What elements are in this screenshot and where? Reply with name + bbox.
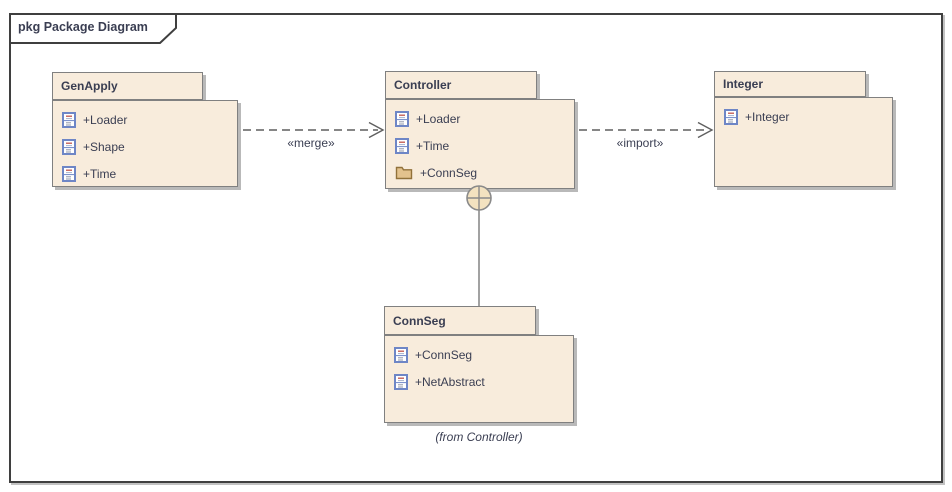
- item-label: +Loader: [416, 111, 461, 126]
- item-label: +ConnSeg: [415, 347, 473, 362]
- item-label: +Loader: [83, 112, 128, 127]
- item-label: +Time: [83, 166, 117, 181]
- package-tab[interactable]: Integer: [714, 71, 866, 97]
- package-item[interactable]: +NetAbstract: [385, 368, 573, 395]
- package-item[interactable]: +ConnSeg: [386, 159, 574, 186]
- merge-label: «merge»: [287, 136, 335, 150]
- item-label: +Time: [416, 138, 450, 153]
- class-icon: [62, 165, 76, 182]
- package-item[interactable]: +Integer: [715, 103, 892, 130]
- package-name: Integer: [723, 77, 764, 91]
- package-body[interactable]: +Loader +Shape +Time: [52, 100, 238, 187]
- package-item[interactable]: +Shape: [53, 133, 237, 160]
- package-body[interactable]: +Integer: [714, 97, 893, 187]
- class-icon: [395, 137, 409, 154]
- package-body[interactable]: +ConnSeg +NetAbstract: [384, 335, 574, 423]
- package-body[interactable]: +Loader +Time +ConnSeg: [385, 99, 575, 189]
- import-label: «import»: [616, 136, 664, 150]
- connseg-origin-note: (from Controller): [435, 430, 523, 444]
- package-item[interactable]: +ConnSeg: [385, 341, 573, 368]
- item-label: +ConnSeg: [420, 165, 478, 180]
- package-tab[interactable]: ConnSeg: [384, 306, 536, 335]
- class-icon: [395, 110, 409, 127]
- item-label: +NetAbstract: [415, 374, 485, 389]
- package-name: ConnSeg: [393, 313, 446, 328]
- class-icon: [62, 111, 76, 128]
- package-item[interactable]: +Loader: [53, 106, 237, 133]
- item-label: +Integer: [745, 109, 790, 124]
- package-item[interactable]: +Time: [386, 132, 574, 159]
- package-name: Controller: [394, 78, 452, 92]
- package-tab[interactable]: GenApply: [52, 72, 203, 100]
- frame-tab: [9, 13, 177, 44]
- package-item[interactable]: +Loader: [386, 105, 574, 132]
- package-name: GenApply: [61, 79, 118, 93]
- item-label: +Shape: [83, 139, 125, 154]
- package-item[interactable]: +Time: [53, 160, 237, 187]
- package-tab[interactable]: Controller: [385, 71, 537, 99]
- class-icon: [394, 373, 408, 390]
- class-icon: [724, 108, 738, 125]
- frame-label: pkg Package Diagram: [18, 20, 148, 34]
- class-icon: [62, 138, 76, 155]
- class-icon: [394, 346, 408, 363]
- package-icon: [395, 166, 413, 180]
